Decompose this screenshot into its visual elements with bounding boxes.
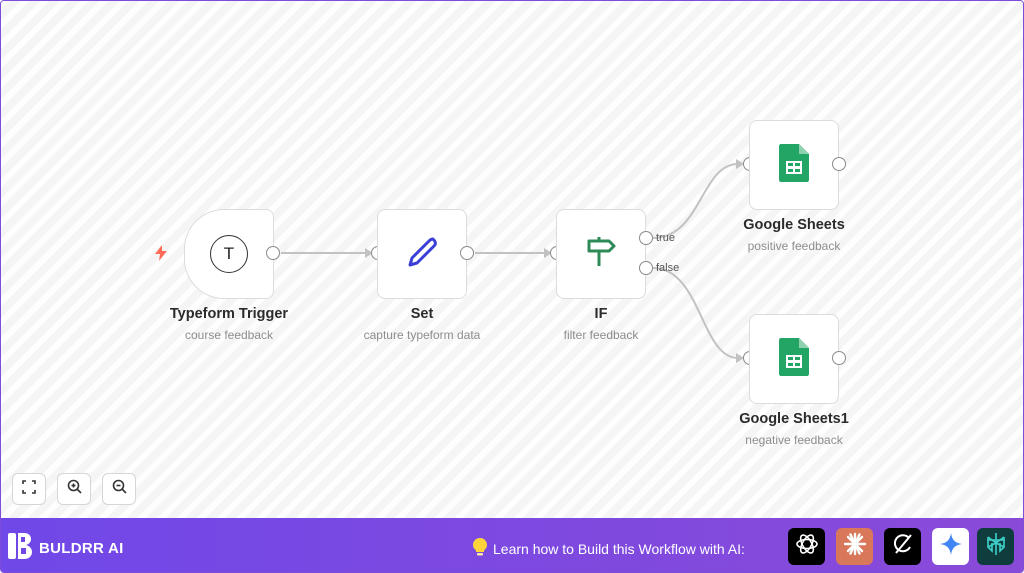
typeform-output-handle[interactable] (266, 246, 280, 260)
connections (281, 159, 744, 363)
buldrr-logo-icon (7, 532, 33, 565)
workflow-canvas[interactable]: T Typeform Trigger course feedback Set c… (1, 1, 1023, 518)
sheets-title: Google Sheets (743, 217, 845, 233)
sheets-output-handle[interactable] (832, 157, 846, 171)
cta: Learn how to Build this Workflow with AI… (473, 538, 745, 559)
sheets1-title: Google Sheets1 (739, 411, 849, 427)
pen-icon (403, 233, 441, 276)
brand[interactable]: BULDRR AI (7, 532, 124, 565)
cta-text: Learn how to Build this Workflow with AI… (493, 540, 745, 557)
claude-icon (842, 531, 868, 562)
node-typeform-trigger[interactable]: T (184, 209, 274, 299)
arrow-set (365, 248, 373, 258)
grok-button[interactable] (884, 528, 921, 565)
arrow-if (544, 248, 552, 258)
set-title: Set (410, 306, 434, 322)
gemini-button[interactable] (932, 528, 969, 565)
arrow-sheets1 (736, 353, 744, 363)
if-false-handle[interactable] (639, 261, 653, 275)
set-output-handle[interactable] (460, 246, 474, 260)
lightbulb-icon (473, 538, 487, 559)
zoom-in-icon (67, 479, 82, 499)
claude-button[interactable] (836, 528, 873, 565)
if-true-label: true (656, 232, 675, 244)
grok-icon (890, 531, 916, 562)
sheets-subtitle: positive feedback (747, 239, 841, 253)
google-sheets-icon (779, 143, 809, 187)
typeform-icon: T (210, 235, 248, 273)
node-google-sheets[interactable] (749, 120, 839, 210)
if-true-handle[interactable] (639, 231, 653, 245)
node-set[interactable] (377, 209, 467, 299)
gemini-icon (938, 531, 964, 562)
perplexity-button[interactable] (977, 528, 1014, 565)
fit-view-icon (22, 479, 36, 499)
edge-if-false-sheets1 (652, 267, 739, 359)
if-title: IF (594, 306, 608, 322)
footer-bar: BULDRR AI Learn how to Build this Workfl… (1, 518, 1023, 572)
typeform-subtitle: course feedback (184, 328, 274, 342)
edge-if-true-sheets (652, 163, 739, 239)
zoom-out-icon (112, 479, 127, 499)
if-false-label: false (656, 262, 680, 274)
chatgpt-icon (794, 531, 820, 562)
brand-name: BULDRR AI (39, 540, 124, 557)
sheets1-output-handle[interactable] (832, 351, 846, 365)
trigger-bolt-icon (154, 245, 168, 266)
node-if[interactable] (556, 209, 646, 299)
node-google-sheets1[interactable] (749, 314, 839, 404)
zoom-out-button[interactable] (102, 473, 136, 505)
fit-view-button[interactable] (12, 473, 46, 505)
signpost-icon (581, 232, 621, 277)
chatgpt-button[interactable] (788, 528, 825, 565)
if-subtitle: filter feedback (563, 328, 639, 342)
arrow-sheets (736, 159, 744, 169)
set-subtitle: capture typeform data (363, 328, 481, 342)
perplexity-icon (983, 531, 1009, 562)
sheets1-subtitle: negative feedback (745, 433, 843, 447)
typeform-title: Typeform Trigger (169, 306, 289, 322)
zoom-in-button[interactable] (57, 473, 91, 505)
google-sheets-icon (779, 337, 809, 381)
